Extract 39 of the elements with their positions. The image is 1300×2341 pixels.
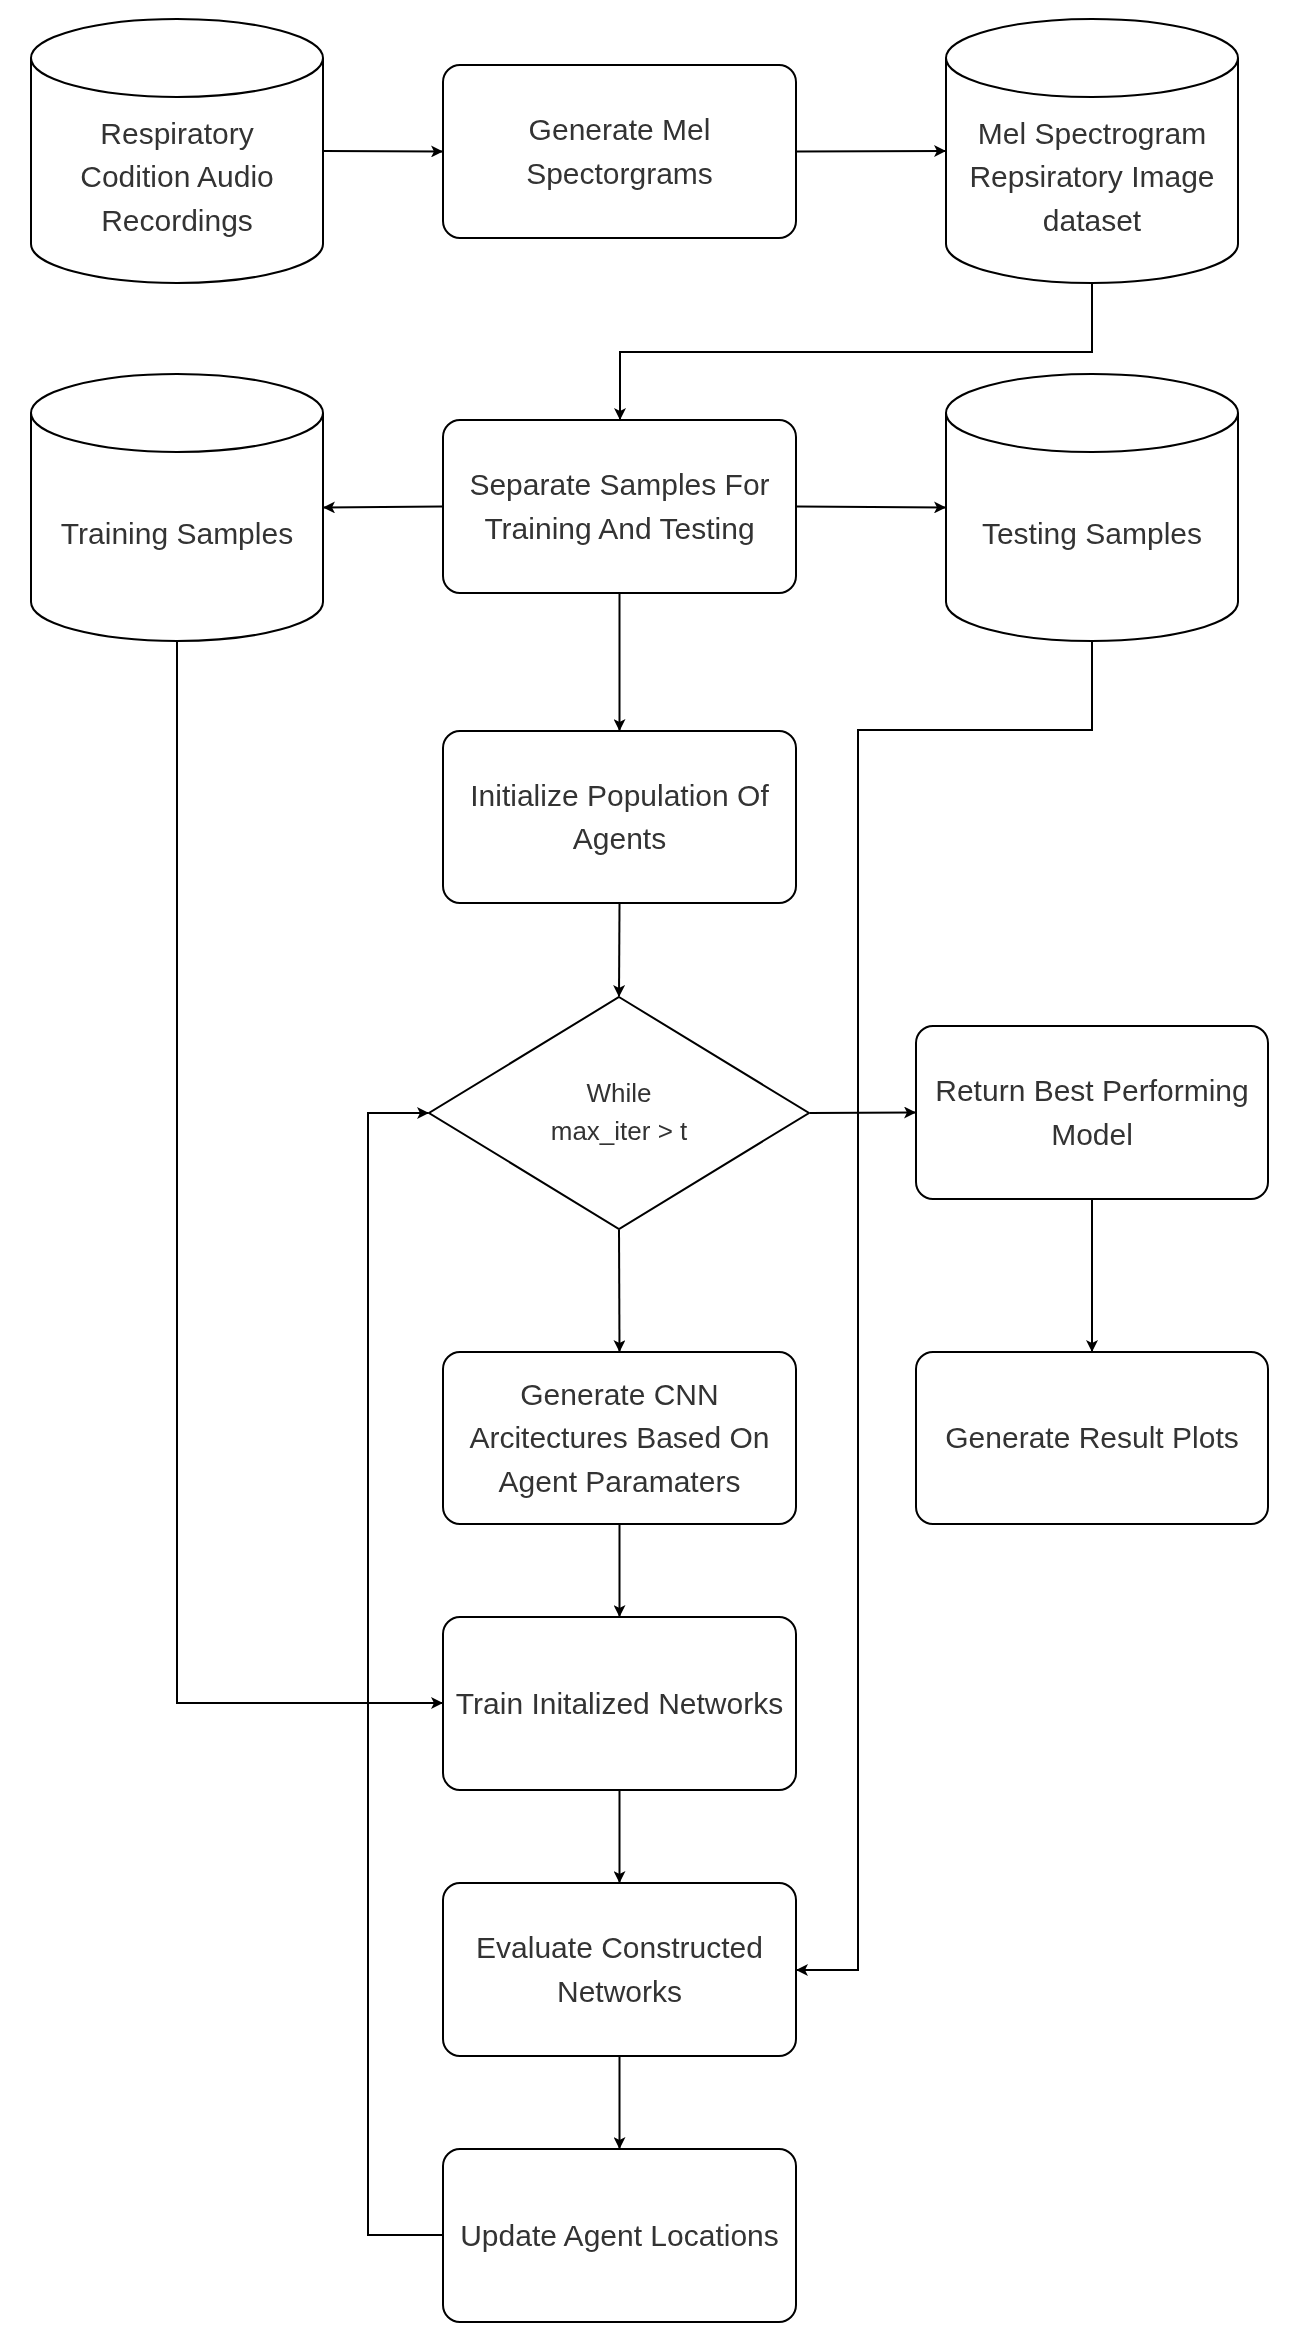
node-label: Initialize Population Of Agents (469, 777, 770, 857)
node-label: Training Samples (59, 515, 295, 552)
arrow (796, 501, 946, 514)
node-label: Evaluate Constructed Networks (475, 1930, 764, 2010)
arrow (613, 593, 626, 731)
process-box (442, 419, 797, 594)
node-label: Train Initalized Networks (454, 1685, 785, 1722)
arrow (613, 903, 626, 997)
process-box (442, 730, 797, 904)
process-box (442, 64, 797, 239)
node-label: Update Agent Locations (459, 2217, 780, 2254)
arrow (613, 2056, 626, 2149)
arrow (367, 1107, 443, 2236)
arrow (176, 641, 443, 1709)
arrow (614, 283, 1093, 420)
arrow (1086, 1199, 1098, 1352)
process-box (442, 2148, 797, 2323)
node-label: Testing Samples (980, 515, 1204, 552)
node-label: Mel Spectrogram Repsiratory Image dataset (968, 115, 1216, 239)
process-box (442, 1616, 797, 1791)
arrow (613, 1790, 626, 1883)
arrow (809, 1106, 916, 1119)
node-label: Return Best Performing Model (934, 1073, 1250, 1153)
arrow (323, 501, 443, 514)
arrow (796, 145, 946, 158)
arrow (796, 641, 1093, 1976)
arrow (613, 1229, 626, 1352)
node-label: Generate Mel Spectorgrams (525, 112, 714, 192)
node-label: Generate Result Plots (944, 1420, 1240, 1457)
arrow (323, 145, 443, 158)
arrow (613, 1524, 626, 1617)
node-label: Respiratory Codition Audio Recordings (79, 115, 275, 239)
node-label: Separate Samples For Training And Testing (468, 467, 771, 547)
process-box (442, 1882, 797, 2057)
process-box (442, 1351, 797, 1525)
condition-text: While max_iter > t (549, 1077, 689, 1148)
process-box (915, 1351, 1269, 1525)
node-label: Generate CNN Arcitectures Based On Agent Paramaters (468, 1376, 771, 1500)
process-box (915, 1025, 1269, 1200)
